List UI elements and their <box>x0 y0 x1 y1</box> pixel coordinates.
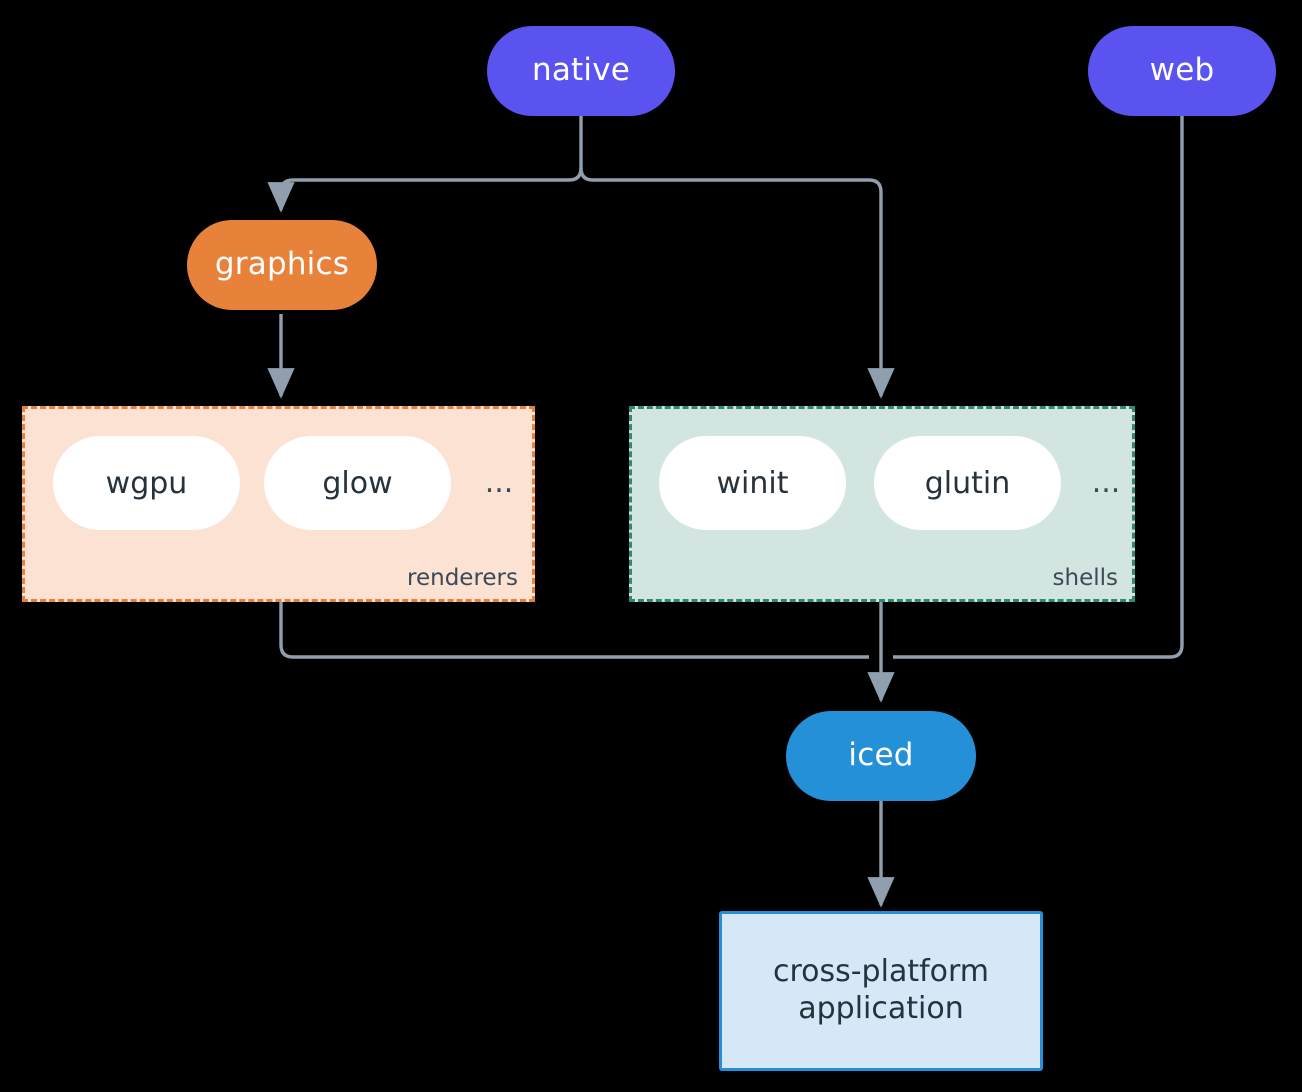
renderer-item-label: wgpu <box>105 465 188 501</box>
node-iced-label: iced <box>848 737 914 774</box>
node-graphics-label: graphics <box>214 246 350 283</box>
shell-item-label: glutin <box>924 465 1011 501</box>
node-graphics[interactable]: graphics <box>187 220 377 310</box>
renderer-item-label: glow <box>322 465 393 501</box>
list-item[interactable]: glow <box>264 436 451 530</box>
node-native[interactable]: native <box>487 26 675 116</box>
node-web-label: web <box>1149 52 1215 89</box>
edge-native-to-shells <box>579 167 895 399</box>
node-web[interactable]: web <box>1088 26 1276 116</box>
group-shells: winit glutin ... shells <box>629 406 1135 602</box>
application-line-1: cross-platform <box>772 954 990 990</box>
shell-item-label: winit <box>716 465 789 501</box>
application-line-2: application <box>798 991 964 1026</box>
list-item[interactable]: winit <box>659 436 846 530</box>
edge-renderers-to-bus <box>279 602 869 659</box>
group-renderers-label: renderers <box>407 565 518 591</box>
group-shells-label: shells <box>1052 565 1118 591</box>
node-application[interactable]: cross-platform application <box>719 911 1043 1071</box>
list-item[interactable]: glutin <box>874 436 1061 530</box>
shells-overflow-ellipsis: ... <box>1091 465 1121 500</box>
node-native-label: native <box>531 52 631 89</box>
edge-native-to-graphics <box>267 167 583 213</box>
renderers-overflow-ellipsis: ... <box>484 465 514 500</box>
list-item[interactable]: wgpu <box>53 436 240 530</box>
node-iced[interactable]: iced <box>786 711 976 801</box>
group-renderers: wgpu glow ... renderers <box>22 406 535 602</box>
